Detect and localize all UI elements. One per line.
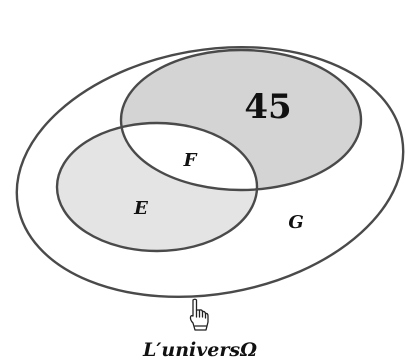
set-e-label: E (133, 198, 148, 219)
upper-set-outline (119, 48, 363, 192)
universe-ellipse (15, 45, 405, 299)
universe-label: L′universΩ (142, 339, 257, 361)
set-g-label: G (288, 212, 303, 233)
set-f-label: F (183, 150, 198, 171)
intersection-region (121, 123, 257, 190)
pointing-hand-icon (189, 298, 209, 331)
set-e-outline (55, 121, 259, 253)
big-region-value: 45 (244, 87, 291, 127)
